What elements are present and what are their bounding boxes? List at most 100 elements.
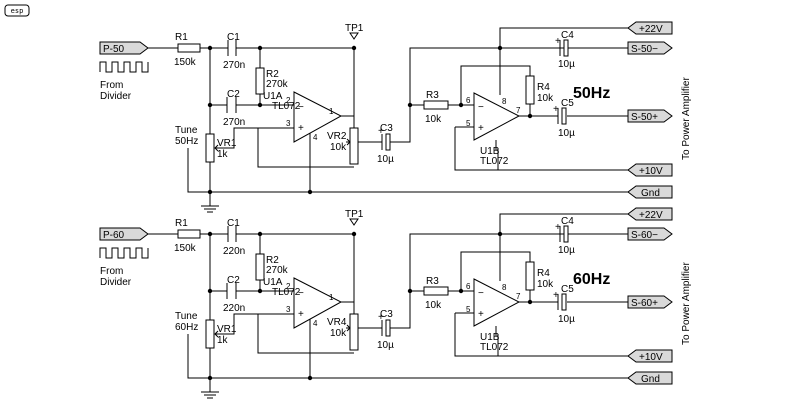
r4-name: R4 xyxy=(537,268,550,279)
r3-name: R3 xyxy=(426,276,439,287)
c2-name: C2 xyxy=(227,275,240,286)
c4-plus: + xyxy=(555,36,561,47)
input-flag: P-60 xyxy=(99,227,149,241)
u1a-pin-out: 1 xyxy=(329,293,334,302)
u1a-pin-vminus: 4 xyxy=(313,133,318,142)
svg-text:+22V: +22V xyxy=(639,210,663,221)
vr1-name: VR1 xyxy=(217,138,237,149)
r4-resistor xyxy=(525,75,535,105)
u1a-pin-inv: 2 xyxy=(286,282,291,291)
frequency-label: 60Hz xyxy=(573,271,610,288)
u1b-pin-inv: 6 xyxy=(466,282,471,291)
u1a-pin-inv: 2 xyxy=(286,96,291,105)
vr2-potentiometer xyxy=(349,127,359,165)
c5-capacitor xyxy=(557,107,567,125)
rail-flag-10v: +10V xyxy=(627,163,673,177)
svg-text:S-60−: S-60− xyxy=(631,230,658,241)
r3-resistor xyxy=(423,286,449,296)
u1b-pin-noninv: 5 xyxy=(466,119,471,128)
vr2-potentiometer xyxy=(349,313,359,351)
source-label-1: From xyxy=(100,266,123,277)
u1a-plus-sign: + xyxy=(298,309,304,320)
c3-plus: + xyxy=(378,126,384,137)
c5-capacitor xyxy=(557,293,567,311)
wiring xyxy=(148,27,628,213)
r3-resistor xyxy=(423,100,449,110)
u1a-part: TL072 xyxy=(272,287,301,298)
output-flag-s-neg: S-60− xyxy=(627,227,673,241)
u1a-pin-out: 1 xyxy=(329,107,334,116)
c2-name: C2 xyxy=(227,89,240,100)
r2-value: 270k xyxy=(266,79,289,90)
u1a-name: U1A xyxy=(263,277,283,288)
vr1-potentiometer xyxy=(205,319,215,349)
r1-name: R1 xyxy=(175,218,188,229)
r4-name: R4 xyxy=(537,82,550,93)
tune-freq-label: 50Hz xyxy=(175,136,198,147)
c5-value: 10µ xyxy=(558,128,575,139)
r2-name: R2 xyxy=(266,69,279,80)
vr1-name: VR1 xyxy=(217,324,237,335)
u1a-pin-noninv: 3 xyxy=(286,119,291,128)
c3-value: 10µ xyxy=(377,340,394,351)
output-flag-s-neg: S-50− xyxy=(627,41,673,55)
side-label-bottom: To Power Amplifier xyxy=(681,262,692,345)
sections-host: P-50 From Divider R1 150k C1 270n C2 270… xyxy=(99,21,673,399)
square-wave-icon xyxy=(99,247,149,259)
r4-resistor xyxy=(525,261,535,291)
u1b-minus-sign: − xyxy=(478,288,484,299)
u1b-pin-out: 7 xyxy=(516,292,521,301)
vr2-value: 10k xyxy=(330,328,347,339)
c5-plus: + xyxy=(553,290,559,301)
c3-capacitor xyxy=(381,133,391,151)
c5-plus: + xyxy=(553,104,559,115)
tune-freq-label: 60Hz xyxy=(175,322,198,333)
rail-flag-22v: +22V xyxy=(627,207,673,221)
vr1-wiper xyxy=(214,330,222,338)
u1b-opamp xyxy=(473,278,521,327)
u1b-part: TL072 xyxy=(480,156,509,167)
svg-text:+10V: +10V xyxy=(639,166,663,177)
source-label-1: From xyxy=(100,80,123,91)
vr2-wiper xyxy=(346,324,351,332)
r3-value: 10k xyxy=(425,300,442,311)
r2-resistor xyxy=(255,67,265,95)
svg-text:S-50−: S-50− xyxy=(631,44,658,55)
r2-resistor xyxy=(255,253,265,281)
vr2-wiper xyxy=(346,138,351,146)
vr2-value: 10k xyxy=(330,142,347,153)
r4-value: 10k xyxy=(537,279,554,290)
square-wave-icon xyxy=(99,61,149,73)
c3-name: C3 xyxy=(380,123,393,134)
frequency-label: 50Hz xyxy=(573,85,610,102)
testpoint-label: TP1 xyxy=(345,209,364,220)
source-label-2: Divider xyxy=(100,277,132,288)
side-label-top: To Power Amplifier xyxy=(681,77,692,160)
svg-text:S-60+: S-60+ xyxy=(631,298,658,309)
c5-value: 10µ xyxy=(558,314,575,325)
u1b-pin-noninv: 5 xyxy=(466,305,471,314)
u1a-pin-noninv: 3 xyxy=(286,305,291,314)
input-flag: P-50 xyxy=(99,41,149,55)
c3-name: C3 xyxy=(380,309,393,320)
r4-value: 10k xyxy=(537,93,554,104)
c4-plus: + xyxy=(555,222,561,233)
c1-capacitor xyxy=(227,226,237,242)
u1b-part: TL072 xyxy=(480,342,509,353)
c4-name: C4 xyxy=(561,216,574,227)
u1b-pin-out: 7 xyxy=(516,106,521,115)
c4-capacitor xyxy=(559,39,569,57)
c1-value: 270n xyxy=(223,60,245,71)
svg-text:S-50+: S-50+ xyxy=(631,112,658,123)
vr1-value: 1k xyxy=(217,335,229,346)
u1a-minus-sign: − xyxy=(298,102,304,113)
filter-section-50hz: P-50 From Divider R1 150k C1 270n C2 270… xyxy=(99,21,673,213)
r1-resistor xyxy=(177,229,201,239)
u1a-part: TL072 xyxy=(272,101,301,112)
c4-value: 10µ xyxy=(558,245,575,256)
junctions xyxy=(207,231,533,381)
junctions xyxy=(207,45,533,195)
u1b-opamp xyxy=(473,92,521,141)
c3-value: 10µ xyxy=(377,154,394,165)
c4-name: C4 xyxy=(561,30,574,41)
